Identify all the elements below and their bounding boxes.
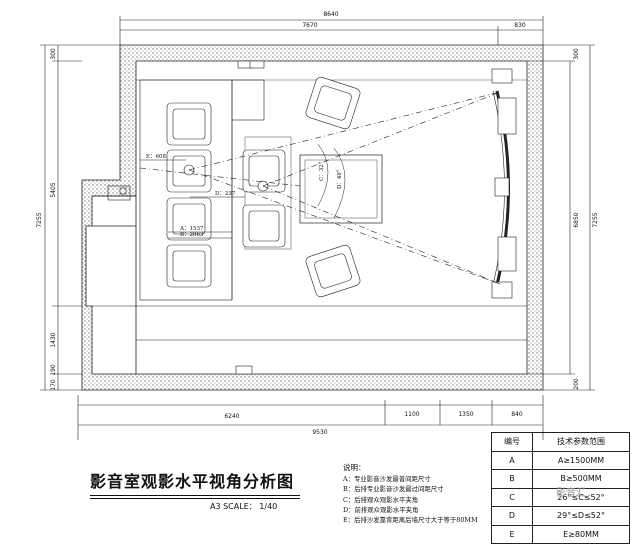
title-rule [90, 495, 300, 496]
platform [139, 79, 292, 301]
dim-left-total: 7255 [36, 212, 43, 227]
dim-right-total: 7255 [592, 212, 599, 227]
dim-bottom-seg-3: 840 [511, 411, 523, 418]
cell-id: D [491, 506, 533, 526]
cell-id: B [491, 469, 533, 489]
note-item: A：专业影音沙发最普间距尺寸 [343, 475, 431, 484]
dim-right-small-bottom: 200 [573, 378, 580, 390]
angle-arcs [317, 143, 346, 219]
front-row-sofas [183, 149, 286, 248]
floor-plan: E：608 D：237 B：2063 A：1537 C：32° D：48° [36, 11, 599, 440]
note-item: D：前排观众观影水平夹角 [343, 505, 419, 514]
notes-heading: 说明： [343, 463, 366, 472]
note-item: B：后排专业影音沙发最过间距尺寸 [343, 485, 444, 494]
table-row: C 26°≤C≤52° [491, 487, 630, 507]
dim-left-seg-2: 170 [50, 379, 57, 391]
label-d-angle: D：48° [337, 169, 343, 189]
label-e: E：608 [146, 154, 167, 160]
table-row: E E≥80MM [491, 524, 630, 544]
top-speakers [235, 60, 265, 375]
dim-bottom-seg-0: 6240 [224, 413, 239, 420]
cell-id: E [491, 524, 533, 544]
label-a: A：1537 [179, 226, 204, 232]
cell-range: A≥1500MM [532, 450, 630, 470]
back-row-sofas [166, 102, 212, 288]
dim-left-small: 300 [50, 48, 57, 60]
dimension-texts: 8640 7670 830 6240 1100 1350 840 9530 72… [36, 11, 599, 436]
table-row: D 29°≤D≤52° [491, 506, 630, 526]
note-item: E：后排沙发靠背距离后墙尺寸大于等于80MM [343, 516, 478, 525]
dim-right-inner: 6850 [573, 212, 580, 227]
drawing-scale: A3 SCALE： 1/40 [210, 502, 278, 511]
table-row: A A≥1500MM [491, 450, 630, 470]
watermark: 影音汇 [556, 488, 586, 499]
dim-top-right: 830 [514, 22, 526, 29]
sight-lines [139, 91, 501, 285]
notes: 说明： A：专业影音沙发最普间距尺寸 B：后排专业影音沙发最过间距尺寸 C：后排… [343, 463, 478, 525]
label-b: B：2063 [180, 232, 204, 238]
label-c-angle: C：32° [319, 161, 325, 181]
dim-left-seg-1: 1430 [50, 332, 57, 347]
drawing-title: 影音室观影水平视角分析图 [90, 472, 295, 491]
label-d-dim: D：237 [215, 191, 236, 197]
dim-bottom-total: 9530 [312, 429, 327, 436]
dim-bottom-seg-1: 1100 [404, 411, 419, 418]
header-id: 编号 [491, 432, 533, 452]
dim-top-total: 8640 [323, 11, 338, 18]
cell-range: 29°≤D≤52° [532, 506, 630, 526]
header-range: 技术参数范围 [532, 432, 630, 452]
note-item: C：后排观众观影水平夹角 [343, 495, 419, 504]
plan-labels: E：608 D：237 B：2063 A：1537 C：32° D：48° [146, 154, 343, 238]
cell-id: A [491, 450, 533, 470]
table-header-row: 编号 技术参数范围 [491, 432, 630, 452]
cell-id: C [491, 487, 533, 507]
dim-right-small: 300 [573, 48, 580, 60]
title-rule-2 [90, 498, 300, 499]
curved-screen [491, 68, 517, 299]
entry-cabinet [107, 185, 131, 201]
dim-bottom-seg-2: 1350 [458, 411, 473, 418]
dim-left-seg-0: 5405 [50, 182, 57, 197]
table-row: B B≥500MM [491, 469, 630, 489]
title-block: 影音室观影水平视角分析图 A3 SCALE： 1/40 [90, 468, 300, 512]
cell-range: E≥80MM [532, 524, 630, 544]
lounge-chairs [305, 76, 361, 298]
dim-left-seg-3: 190 [50, 364, 57, 376]
dim-top-left: 7670 [302, 22, 317, 29]
inner-dims [140, 159, 245, 239]
